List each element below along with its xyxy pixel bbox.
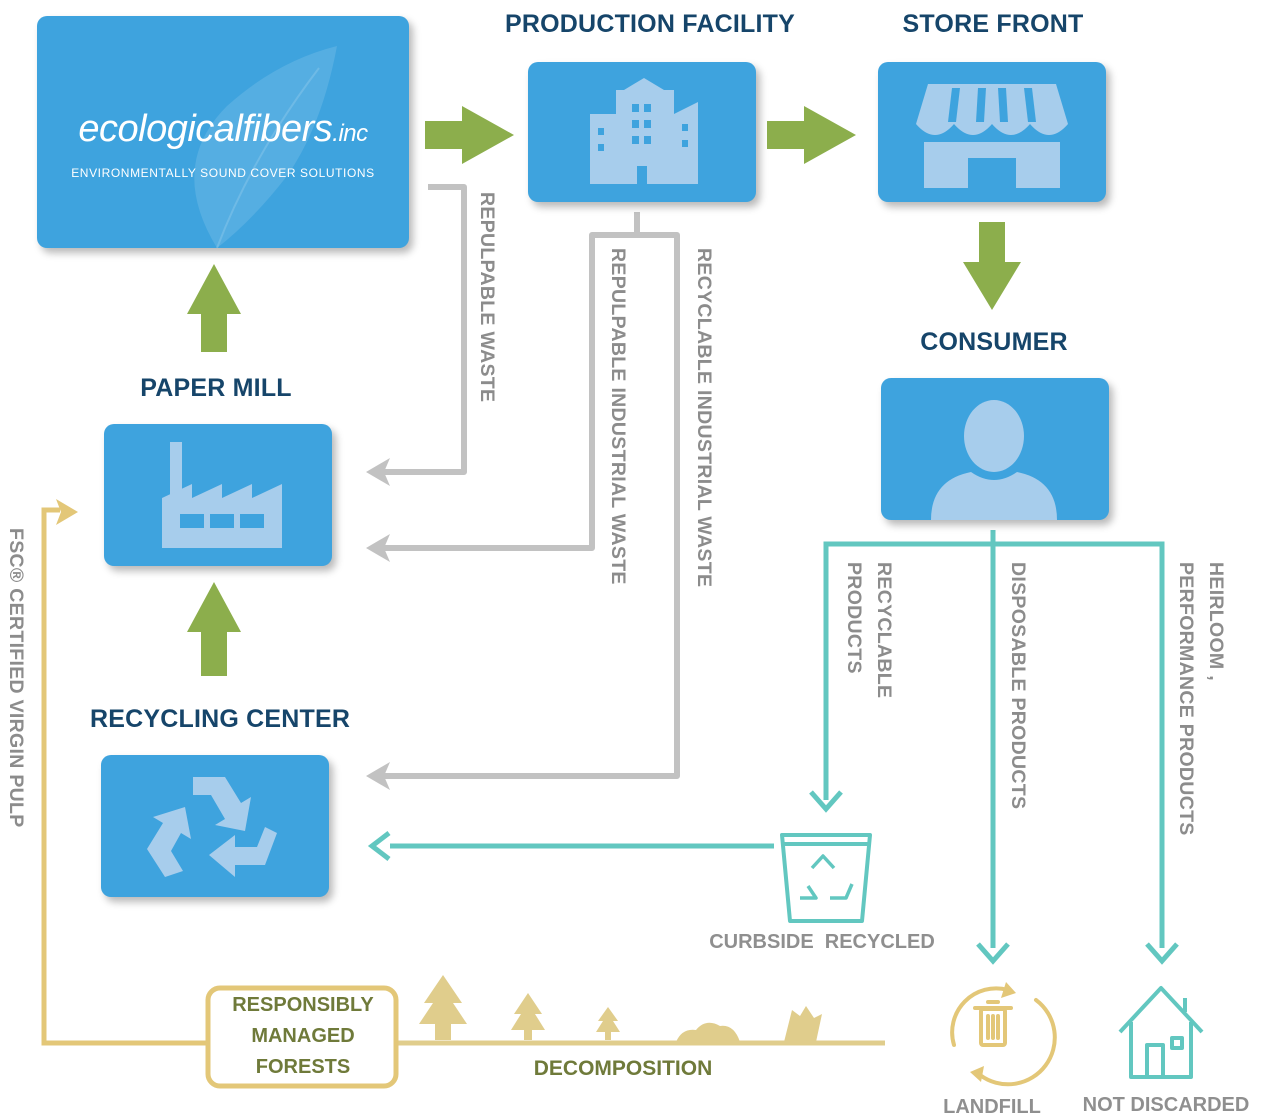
factory-icon <box>162 442 282 548</box>
teal-arrowhead-curbside <box>809 790 843 813</box>
teal-arrowhead-landfill <box>976 942 1010 965</box>
person-icon <box>931 400 1057 520</box>
arrow-storefront-to-consumer <box>963 222 1021 310</box>
production-facility-title: PRODUCTION FACILITY <box>505 10 795 38</box>
arrow-production-to-storefront <box>767 106 856 164</box>
company-name: ecologicalfibers <box>78 108 333 150</box>
recycling-center-box <box>101 755 329 897</box>
fsc-pulp-line <box>41 507 208 1046</box>
recyclable-products-label-2: PRODUCTS <box>843 562 865 674</box>
company-suffix: .inc <box>332 120 368 147</box>
repulpable-waste-line <box>384 184 467 475</box>
recycling-center-title: RECYCLING CENTER <box>90 705 351 733</box>
forests-box <box>205 985 399 1089</box>
fsc-pulp-label: FSC® CERTIFIED VIRGIN PULP <box>5 528 27 828</box>
landfill-icon <box>950 982 1057 1087</box>
consumer-box <box>881 378 1109 520</box>
waste-arrowhead-3 <box>366 762 390 790</box>
not-discarded-label: NOT DISCARDED <box>1082 1094 1250 1116</box>
recycling-bin-icon <box>780 833 872 923</box>
recyclable-industrial-waste-connector <box>384 232 680 779</box>
curbside-recycled-label: CURBSIDE RECYCLED <box>709 931 935 953</box>
decomposing-mound-icon <box>676 1022 740 1042</box>
waste-arrowhead-2 <box>366 534 390 562</box>
waste-arrowhead-1 <box>366 458 390 486</box>
teal-arrowhead-not-discarded <box>1145 942 1179 965</box>
teal-arrowhead-recycling <box>367 831 391 861</box>
tree-medium-icon <box>511 993 545 1040</box>
heirloom-label-2: PERFORMANCE PRODUCTS <box>1175 562 1197 836</box>
store-front-box <box>878 62 1106 202</box>
paper-mill-box <box>104 424 332 566</box>
company-tagline: ENVIRONMENTALLY SOUND COVER SOLUTIONS <box>71 166 375 180</box>
company-logo: ecologicalfibers.inc <box>37 108 409 151</box>
waste-lines <box>384 184 680 779</box>
arrow-logo-to-production <box>425 106 514 164</box>
paper-mill-title: PAPER MILL <box>140 374 292 402</box>
house-icon <box>1118 986 1204 1079</box>
leaf-icon <box>194 46 337 248</box>
heirloom-line <box>993 541 1165 948</box>
repulpable-waste-label: REPULPABLE WASTE <box>476 192 498 403</box>
arrow-recycling-to-papermill <box>187 582 241 676</box>
recycle-icon <box>147 777 277 877</box>
recyclable-industrial-waste-label: RECYCLABLE INDUSTRIAL WASTE <box>693 248 715 588</box>
repulpable-industrial-waste-label: REPULPABLE INDUSTRIAL WASTE <box>607 248 629 585</box>
forests-label-1: RESPONSIBLY <box>232 994 374 1016</box>
tree-stump-icon <box>784 1006 822 1042</box>
store-front-title: STORE FRONT <box>902 10 1084 38</box>
consumer-lines <box>390 530 1165 948</box>
repulpable-industrial-waste-line <box>384 212 640 551</box>
production-facility-box <box>528 62 756 202</box>
arrow-papermill-to-logo <box>187 264 241 352</box>
recyclable-products-label-1: RECYCLABLE <box>873 562 895 699</box>
heirloom-label-1: HEIRLOOM , <box>1205 562 1227 681</box>
forests-label-2: MANAGED <box>251 1025 355 1047</box>
storefront-icon <box>916 84 1068 188</box>
tree-small-icon <box>596 1007 620 1040</box>
disposable-products-label: DISPOSABLE PRODUCTS <box>1007 562 1029 810</box>
landfill-label: LANDFILL <box>943 1096 1041 1118</box>
consumer-title: CONSUMER <box>920 328 1068 356</box>
decomposition-label: DECOMPOSITION <box>533 1057 713 1080</box>
building-icon <box>590 78 698 184</box>
company-logo-box: ecologicalfibers.inc ENVIRONMENTALLY SOU… <box>37 16 409 248</box>
fsc-arrowhead <box>56 499 78 525</box>
forests-label-3: FORESTS <box>255 1056 351 1078</box>
tree-large-icon <box>419 975 467 1040</box>
